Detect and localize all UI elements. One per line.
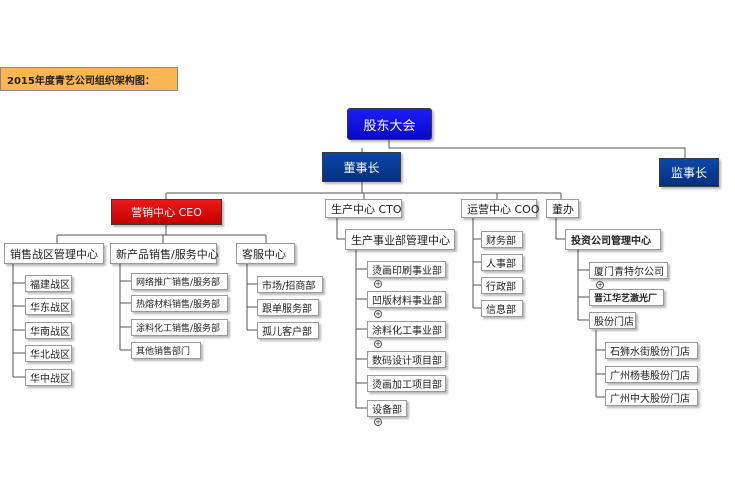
service-dept-orphan[interactable]: 孤儿客户部 — [257, 322, 319, 339]
operations-center-box[interactable]: 运营中心 COO — [461, 199, 540, 218]
marketing-center-box[interactable]: 营销中心 CEO — [111, 199, 222, 225]
production-dept-coating[interactable]: 涂料化工事业部 — [367, 321, 446, 338]
investment-company-box[interactable]: 投资公司管理中心 — [565, 229, 661, 250]
product-dept-coating[interactable]: 涂料化工销售/服务部 — [131, 319, 228, 336]
production-dept-equipment[interactable]: 设备部 — [367, 400, 407, 417]
sales-zone-east[interactable]: 华东战区 — [25, 298, 72, 315]
expand-icon[interactable]: + — [596, 281, 604, 289]
stores-box[interactable]: 股份门店 — [589, 312, 636, 329]
expand-icon[interactable]: + — [374, 418, 382, 426]
expand-icon[interactable]: + — [374, 280, 382, 288]
supervisor-box[interactable]: 监事长 — [659, 158, 719, 187]
new-product-center-box[interactable]: 新产品销售/服务中心 — [110, 243, 219, 264]
sales-zone-south[interactable]: 华南战区 — [25, 322, 72, 339]
operations-dept-admin[interactable]: 行政部 — [481, 277, 523, 294]
sales-zone-fujian[interactable]: 福建战区 — [25, 275, 72, 292]
store-shishi[interactable]: 石狮水街股份门店 — [605, 342, 698, 359]
production-dept-digital[interactable]: 数码设计项目部 — [367, 351, 446, 368]
expand-icon[interactable]: + — [374, 310, 382, 318]
product-dept-online[interactable]: 网络推广销售/服务部 — [131, 273, 228, 290]
operations-dept-info[interactable]: 信息部 — [481, 300, 523, 317]
chairman-box[interactable]: 董事长 — [322, 152, 401, 182]
production-center-box[interactable]: 生产中心 CTO — [325, 199, 402, 218]
page-title: 2015年度青艺公司组织架构图： — [0, 67, 178, 91]
product-dept-other[interactable]: 其他销售部门 — [131, 342, 201, 359]
company-jinjiang[interactable]: 晋江华艺激光厂 — [589, 289, 664, 306]
expand-icon[interactable]: + — [374, 340, 382, 348]
shareholders-box[interactable]: 股东大会 — [347, 108, 432, 140]
product-dept-hotmelt[interactable]: 热熔材料销售/服务部 — [131, 295, 228, 312]
operations-dept-hr[interactable]: 人事部 — [481, 254, 523, 271]
sales-zone-central[interactable]: 华中战区 — [25, 369, 72, 386]
production-dept-printing[interactable]: 烫画印刷事业部 — [367, 261, 446, 278]
production-management-box[interactable]: 生产事业部管理中心 — [345, 229, 455, 250]
sales-zone-center-box[interactable]: 销售战区管理中心 — [4, 243, 104, 264]
operations-dept-finance[interactable]: 财务部 — [481, 231, 523, 248]
production-dept-gravure[interactable]: 凹版材料事业部 — [367, 291, 446, 308]
production-dept-processing[interactable]: 烫画加工项目部 — [367, 375, 446, 392]
company-xiamen[interactable]: 厦门青特尔公司 — [589, 262, 668, 279]
store-guangzhou-yangxiang[interactable]: 广州杨巷股份门店 — [605, 366, 698, 383]
sales-zone-north[interactable]: 华北战区 — [25, 345, 72, 362]
service-dept-followup[interactable]: 跟单服务部 — [257, 299, 319, 316]
service-dept-market[interactable]: 市场/招商部 — [257, 276, 323, 293]
store-guangzhou-zhongda[interactable]: 广州中大股份门店 — [605, 389, 698, 406]
customer-service-center-box[interactable]: 客服中心 — [236, 243, 295, 264]
chairman-office-box[interactable]: 董办 — [546, 199, 579, 218]
